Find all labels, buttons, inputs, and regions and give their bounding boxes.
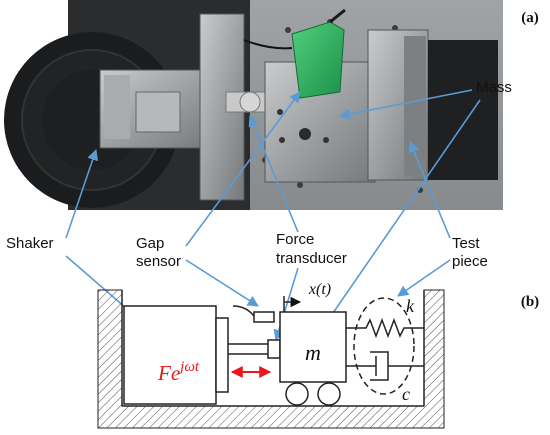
callout-lines — [65, 91, 481, 342]
damper-symbol: c — [402, 384, 410, 404]
schematic-shaker — [123, 305, 217, 405]
force-label: Fejωt — [157, 359, 200, 385]
test-piece-ellipse — [353, 297, 415, 395]
schematic-mass — [279, 311, 347, 383]
label-force-line1: Force — [276, 231, 314, 248]
force-exponent: jωt — [178, 359, 200, 375]
panel-label-a: (a) — [521, 10, 539, 26]
label-gap-line2: sensor — [136, 253, 181, 270]
spring-symbol: k — [406, 296, 415, 316]
photo-test-piece — [367, 29, 498, 181]
wheel-right — [317, 382, 341, 406]
label-shaker: Shaker — [6, 235, 54, 252]
photo-force-transducer — [225, 91, 273, 113]
force-base: Fe — [157, 361, 180, 385]
schematic: m x(t) k c Fejωt — [97, 281, 445, 429]
label-test-line1: Test — [452, 235, 480, 252]
photo-shaker-fixture — [99, 69, 211, 149]
spring — [346, 317, 424, 339]
schematic-force-transducer — [267, 339, 281, 359]
displacement-label: x(t) — [308, 281, 331, 298]
label-mass: Mass — [476, 79, 512, 96]
panel-label-b: (b) — [521, 294, 539, 310]
label-force-line2: transducer — [276, 250, 347, 267]
label-test-line2: piece — [452, 253, 488, 270]
mass-symbol: m — [305, 340, 321, 365]
wheel-left — [285, 382, 309, 406]
photo-panel — [4, 0, 503, 210]
callout-mass-photo — [338, 89, 473, 120]
label-gap-line1: Gap — [136, 235, 164, 252]
damper — [346, 351, 424, 381]
schematic-gap-sensor — [232, 305, 275, 323]
photo-gap-sensor — [243, 8, 346, 99]
